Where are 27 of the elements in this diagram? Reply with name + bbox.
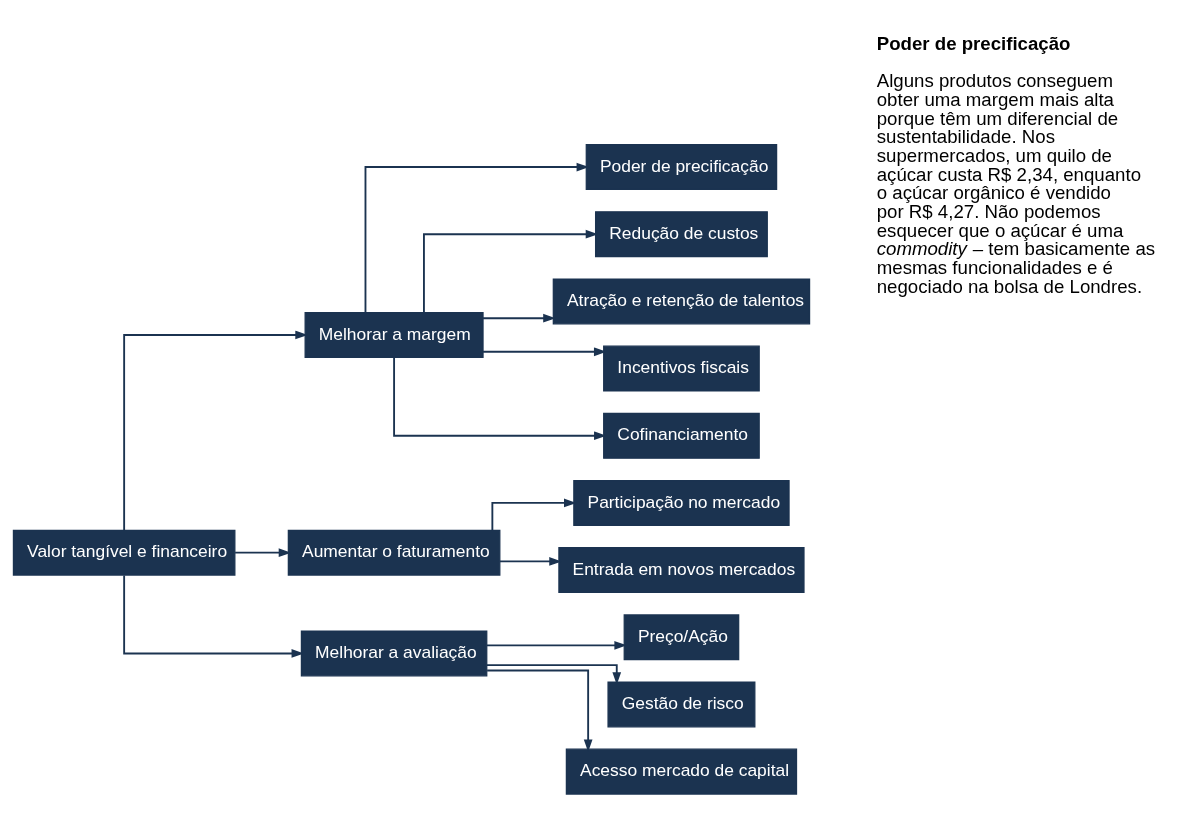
arrow: [486, 669, 593, 752]
arrow: [123, 574, 304, 658]
node-box: Cofinanciamento: [603, 412, 760, 459]
node-box: Participação no mercado: [573, 479, 790, 526]
node-box: Melhorar a margem: [304, 312, 484, 358]
arrow: [123, 330, 308, 532]
arrow: [364, 162, 590, 314]
arrow: [393, 356, 607, 441]
node-box: Incentivos fiscais: [603, 345, 760, 392]
node-box: Entrada em novos mercados: [558, 547, 805, 594]
node-box: Aumentar o faturamento: [287, 529, 501, 576]
arrow: [498, 557, 562, 566]
node-box: Preço/Ação: [623, 614, 740, 661]
node-box: Acesso mercado de capital: [565, 748, 798, 795]
arrow: [486, 641, 627, 650]
node-box: Valor tangível e financeiro: [12, 529, 236, 576]
node-box: Redução de custos: [595, 211, 768, 258]
node-box: Poder de precificação: [585, 144, 778, 191]
label: Alguns produtos conseguem obter uma margem mais alta porque têm um diferencial de sustentabilidade. Nos supermercados, um quilo de açúcar custa R$ 2,34, enquanto o açúcar orgânico é vendido por R$ 4,27. Não podemos esquecer que o açúcar é uma commodity – tem basicamente as mesmas funcionalidades e é negociado na bolsa de Londres.: [876, 70, 1156, 297]
arrow: [491, 498, 577, 532]
arrow: [482, 313, 556, 323]
node-box: Atração e retenção de talentos: [552, 278, 811, 325]
node-box: Melhorar a avaliação: [300, 630, 488, 677]
arrow: [485, 664, 622, 685]
label: Poder de precificação: [876, 33, 1071, 55]
arrow: [482, 347, 607, 357]
node-box: Gestão de risco: [607, 681, 756, 728]
